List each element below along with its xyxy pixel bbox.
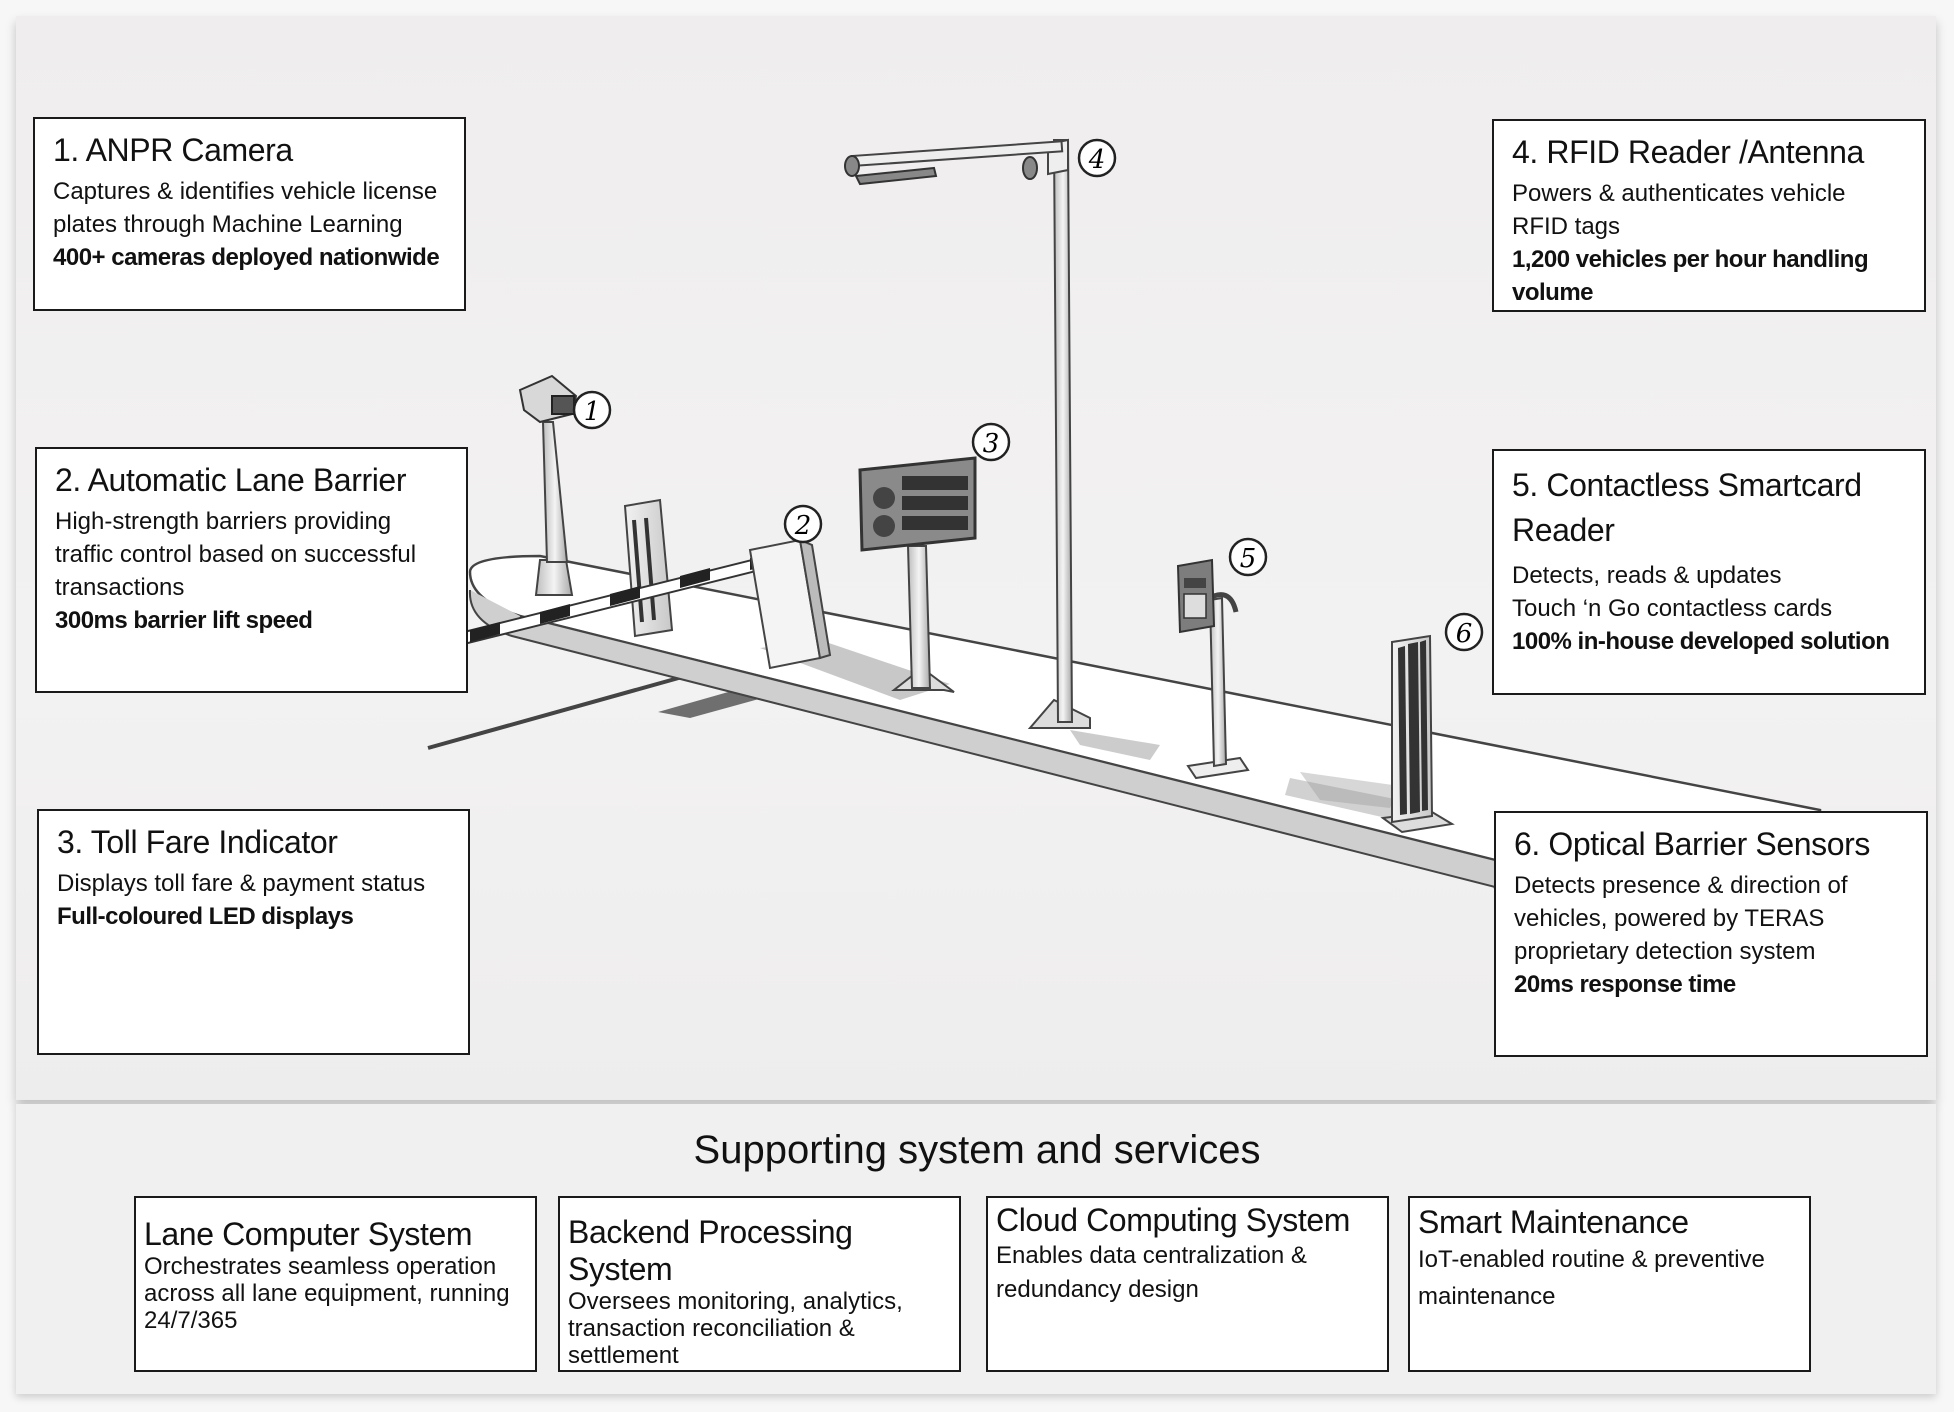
- callout-description: Displays toll fare & payment status: [57, 870, 426, 898]
- marker-4-label: 4: [1088, 145, 1106, 175]
- marker-1: 1: [572, 390, 612, 430]
- optical-sensor-illustration: [1380, 634, 1455, 834]
- anpr-camera-illustration: [518, 374, 578, 596]
- callout-description-1: Detects, reads & updates: [1512, 562, 1782, 589]
- service-title: Backend Processing System: [568, 1214, 853, 1287]
- callout-anpr-camera: 1. ANPR Camera Captures & identifies veh…: [33, 117, 466, 311]
- callout-toll-fare-indicator: 3. Toll Fare Indicator Displays toll far…: [37, 809, 470, 1055]
- service-title: Cloud Computing System: [996, 1202, 1351, 1238]
- callout-title: 2. Automatic Lane Barrier: [55, 462, 407, 498]
- marker-1-label: 1: [584, 397, 601, 427]
- service-title: Smart Maintenance: [1418, 1204, 1689, 1240]
- marker-5: 5: [1228, 537, 1268, 577]
- callout-metric: 100% in-house developed solution: [1512, 628, 1890, 655]
- callout-description: Captures & identifies vehicle license pl…: [53, 178, 438, 239]
- callout-title: 1. ANPR Camera: [53, 132, 293, 168]
- callout-lane-barrier: 2. Automatic Lane Barrier High-strength …: [35, 447, 468, 693]
- service-title: Lane Computer System: [144, 1216, 473, 1252]
- optical-sensor-post-front: [623, 498, 674, 638]
- service-description: Enables data centralization & redundancy…: [996, 1242, 1307, 1303]
- marker-2: 2: [783, 504, 823, 544]
- callout-description: High-strength barriers providing traffic…: [55, 508, 417, 602]
- callout-metric: Full-coloured LED displays: [57, 903, 354, 931]
- service-description: Orchestrates seamless operation across a…: [144, 1253, 510, 1334]
- marker-5-label: 5: [1240, 544, 1257, 574]
- toll-fare-indicator-illustration: [858, 456, 977, 693]
- service-card-cloud-computing: Cloud Computing System Enables data cent…: [986, 1196, 1389, 1372]
- marker-6: 6: [1444, 612, 1484, 652]
- service-card-smart-maintenance: Smart Maintenance IoT-enabled routine & …: [1408, 1196, 1811, 1372]
- callout-optical-sensors: 6. Optical Barrier Sensors Detects prese…: [1494, 811, 1928, 1057]
- callout-title: 6. Optical Barrier Sensors: [1514, 826, 1870, 862]
- rfid-gantry-illustration: [844, 138, 1091, 729]
- callout-metric: 400+ cameras deployed nationwide: [53, 244, 440, 272]
- service-description: Oversees monitoring, analytics, transact…: [568, 1288, 903, 1369]
- marker-4: 4: [1077, 138, 1117, 178]
- marker-6-label: 6: [1456, 619, 1473, 649]
- callout-metric: 1,200 vehicles per hour handling volume: [1512, 246, 1869, 307]
- marker-2-label: 2: [794, 511, 812, 541]
- service-description: IoT-enabled routine & preventive mainten…: [1418, 1246, 1765, 1310]
- callout-rfid-reader: 4. RFID Reader /Antenna Powers & authent…: [1492, 119, 1926, 312]
- callout-title: 5. Contactless Smartcard Reader: [1512, 467, 1862, 548]
- service-card-backend-processing: Backend Processing System Oversees monit…: [558, 1196, 961, 1372]
- marker-3-label: 3: [983, 429, 1000, 459]
- smartcard-reader-illustration: [1176, 558, 1250, 780]
- callout-description: Powers & authenticates vehicle RFID tags: [1512, 180, 1846, 241]
- callout-description: Detects presence & direction of vehicles…: [1514, 872, 1848, 966]
- callout-metric: 20ms response time: [1514, 971, 1736, 999]
- service-card-lane-computer: Lane Computer System Orchestrates seamle…: [134, 1196, 537, 1372]
- lane-barrier-illustration: [463, 538, 832, 670]
- supporting-section-title: Supporting system and services: [693, 1128, 1261, 1172]
- callout-title: 4. RFID Reader /Antenna: [1512, 134, 1864, 170]
- callout-title: 3. Toll Fare Indicator: [57, 824, 338, 860]
- callout-metric: 300ms barrier lift speed: [55, 607, 313, 635]
- callout-smartcard-reader: 5. Contactless Smartcard Reader Detects,…: [1492, 449, 1926, 695]
- callout-description-2: Touch ‘n Go contactless cards: [1512, 595, 1833, 622]
- marker-3: 3: [971, 422, 1011, 462]
